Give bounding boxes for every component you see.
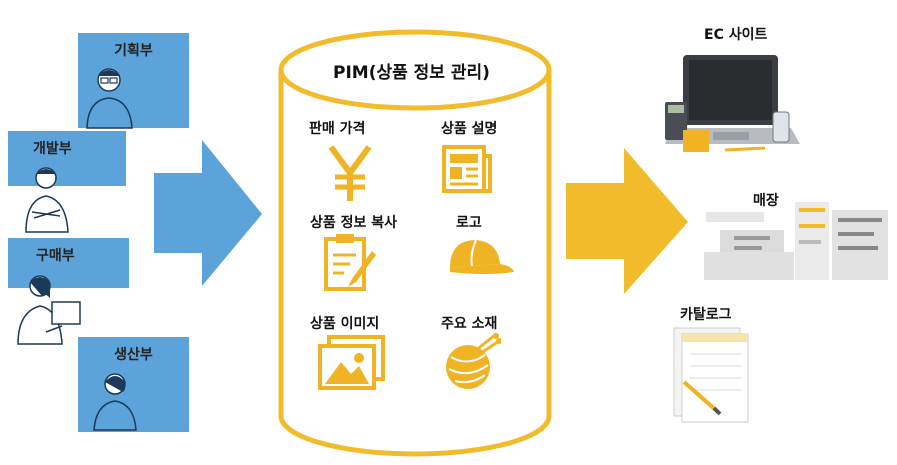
newspaper-icon (442, 145, 492, 193)
cap-icon (450, 239, 514, 274)
person-planning-icon (86, 68, 133, 129)
item-logo-label: 로고 (456, 215, 482, 231)
yellow-arrow-icon (566, 148, 688, 294)
channel-catalog-label: 카탈로그 (680, 307, 732, 323)
item-description-label: 상품 설명 (441, 121, 498, 137)
clipboard-icon (324, 234, 376, 291)
item-image-label: 상품 이미지 (310, 316, 380, 332)
images-icon (318, 335, 385, 390)
dept-purchasing: 구매부 (8, 238, 129, 288)
yarn-ball-icon (446, 333, 501, 389)
person-production-icon (93, 373, 137, 431)
dept-planning-label: 기획부 (114, 43, 153, 59)
catalog-notebook-icon (673, 327, 749, 423)
dept-development-label: 개발부 (33, 141, 72, 157)
blue-arrow-icon (154, 140, 262, 286)
channel-ec-label: EC 사이트 (704, 27, 768, 43)
person-development-icon (25, 167, 69, 233)
item-copy-label: 상품 정보 복사 (310, 215, 398, 231)
dept-purchasing-label: 구매부 (36, 248, 75, 264)
pim-title: PIM(상품 정보 관리) (333, 63, 490, 83)
item-material-label: 주요 소재 (441, 316, 498, 332)
laptop-icon (665, 55, 800, 152)
channel-store-label: 매장 (753, 193, 779, 209)
dept-production-label: 생산부 (114, 347, 153, 363)
item-price-label: 판매 가격 (309, 121, 366, 137)
person-purchasing-icon (17, 275, 81, 345)
yen-icon (328, 145, 372, 201)
dept-development: 개발부 (8, 131, 126, 186)
store-shelves-icon (704, 202, 888, 280)
